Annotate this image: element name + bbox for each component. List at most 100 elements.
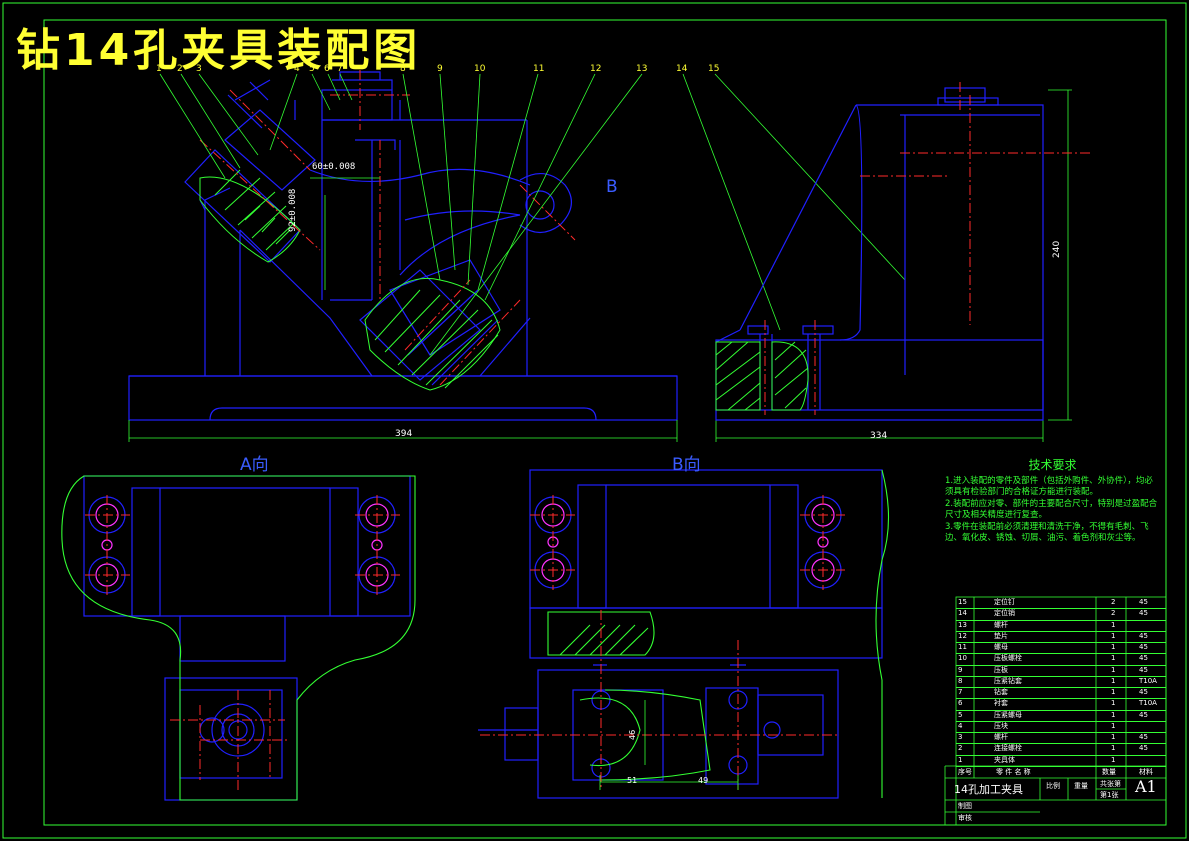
bom-name: 连接螺栓 <box>994 744 1022 753</box>
technical-notes-title: 技术要求 <box>1028 458 1077 472</box>
section-b-mark: B <box>606 177 618 197</box>
bom-no: 7 <box>958 688 963 697</box>
bom-name: 压板 <box>994 665 1008 674</box>
bom-no: 5 <box>958 710 963 719</box>
balloon-leaders <box>159 73 906 356</box>
bom-name: 螺杆 <box>994 733 1008 742</box>
sheet-no: 第1张 <box>1100 791 1119 799</box>
view-a <box>83 475 411 801</box>
balloon-9: 9 <box>437 64 443 74</box>
bom-no: 14 <box>958 609 967 618</box>
balloon-11: 11 <box>533 64 545 74</box>
bom-header-name: 零 件 名 称 <box>996 768 1031 776</box>
drawing-title: 钻14孔夹具装配图 <box>16 25 422 76</box>
bom-row: 13 螺杆 1 <box>956 620 1166 632</box>
bom-mat: T10A <box>1139 676 1157 685</box>
bom-name: 衬套 <box>994 699 1008 708</box>
bom-qty: 1 <box>1111 733 1116 742</box>
front-view-hatch <box>199 169 501 391</box>
dim-394: 394 <box>395 429 413 439</box>
technical-notes: 技术要求 1.进入装配的零件及部件（包括外购件、外协件），均必须具有检验部门的合… <box>945 458 1160 545</box>
bom-name: 定位销 <box>994 609 1015 618</box>
bom-mat: T10A <box>1139 699 1157 708</box>
bom-qty: 2 <box>1111 598 1116 606</box>
bom-no: 15 <box>958 598 967 606</box>
bom-mat: 45 <box>1139 598 1148 606</box>
technical-note-1: 1.进入装配的零件及部件（包括外购件、外协件），均必须具有检验部门的合格证方能进… <box>945 475 1153 498</box>
bom-name: 夹具体 <box>994 755 1015 764</box>
balloon-14: 14 <box>676 64 688 74</box>
bom-name: 压板螺栓 <box>994 654 1022 663</box>
view-b-centerlines <box>480 495 845 790</box>
bom-mat: 45 <box>1139 654 1148 663</box>
bom-no: 4 <box>958 721 963 730</box>
bom-name: 压紧螺母 <box>994 710 1022 719</box>
balloon-1: 1 <box>156 64 162 74</box>
dim-60: 60±0.008 <box>312 162 356 172</box>
bom-qty: 1 <box>1111 744 1116 753</box>
view-b-dims <box>599 700 739 790</box>
bom-name: 定位钉 <box>994 598 1015 606</box>
view-a-centerlines <box>85 495 400 790</box>
bom-name: 钻套 <box>994 688 1008 697</box>
balloon-7: 7 <box>337 64 343 74</box>
bom-qty: 1 <box>1111 676 1116 685</box>
sheet-size: A1 <box>1135 777 1157 796</box>
bom-name: 压紧钻套 <box>994 676 1022 685</box>
balloon-10: 10 <box>474 64 486 74</box>
bom-mat: 45 <box>1139 733 1148 742</box>
bom-no: 11 <box>958 643 967 652</box>
bom-qty: 1 <box>1111 665 1116 674</box>
bom-no: 3 <box>958 733 963 742</box>
balloon-12: 12 <box>590 64 602 74</box>
balloon-row: 1 2 3 4 5 6 7 8 9 10 11 12 13 14 15 <box>0 64 1189 78</box>
bom-name: 螺杆 <box>994 620 1008 629</box>
bom-no: 9 <box>958 665 963 674</box>
balloon-15: 15 <box>708 64 720 74</box>
bom-row: 15 定位钉 2 45 <box>956 597 1166 610</box>
weight-label: 重量 <box>1074 782 1088 790</box>
balloon-13: 13 <box>636 64 648 74</box>
bom-no: 10 <box>958 654 967 663</box>
bom-no: 6 <box>958 699 963 708</box>
bom-mat: 45 <box>1139 643 1148 652</box>
dim-49: 49 <box>698 776 709 785</box>
technical-note-3: 3.零件在装配前必须清理和清洗干净，不得有毛刺、飞边、氧化皮、锈蚀、切屑、油污、… <box>945 521 1149 544</box>
bom-no: 13 <box>958 620 967 629</box>
bom-no: 2 <box>958 744 963 753</box>
bom-header-no: 序号 <box>958 768 972 776</box>
dim-92: 92±0.008 <box>288 188 298 232</box>
sheet-total: 共张第 <box>1100 780 1121 788</box>
bom-qty: 1 <box>1111 755 1116 764</box>
bom-qty: 2 <box>1111 609 1116 618</box>
dim-334: 334 <box>870 431 888 441</box>
dim-46: 46 <box>628 729 637 740</box>
view-b-label: B向 <box>672 455 701 475</box>
bom-header-mat: 材料 <box>1139 768 1153 776</box>
bom-mat: 45 <box>1139 631 1148 640</box>
side-view-centerlines <box>764 82 1090 415</box>
side-view-hatch <box>715 341 809 411</box>
view-b <box>478 469 883 799</box>
bom-qty: 1 <box>1111 631 1116 640</box>
bom-qty: 1 <box>1111 710 1116 719</box>
balloon-2: 2 <box>177 64 183 74</box>
balloon-6: 6 <box>324 64 330 74</box>
balloon-5: 5 <box>309 64 315 74</box>
bom-mat: 45 <box>1139 744 1148 753</box>
bom-qty: 1 <box>1111 643 1116 652</box>
bom-qty: 1 <box>1111 620 1116 629</box>
bom-no: 12 <box>958 631 967 640</box>
scale-label: 比例 <box>1046 782 1060 790</box>
view-b-outline <box>547 469 890 798</box>
bom-header-qty: 数量 <box>1102 768 1116 776</box>
balloon-3: 3 <box>196 64 202 74</box>
